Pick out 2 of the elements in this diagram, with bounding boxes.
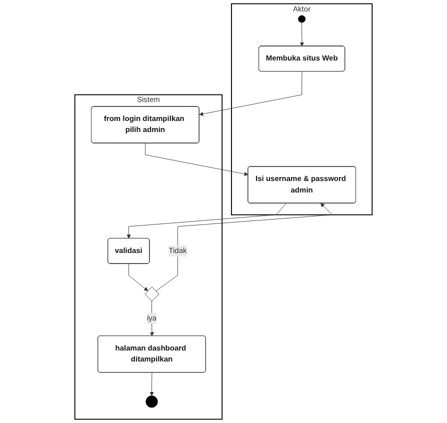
node-diamond [144, 286, 160, 302]
node-circle [298, 15, 306, 23]
